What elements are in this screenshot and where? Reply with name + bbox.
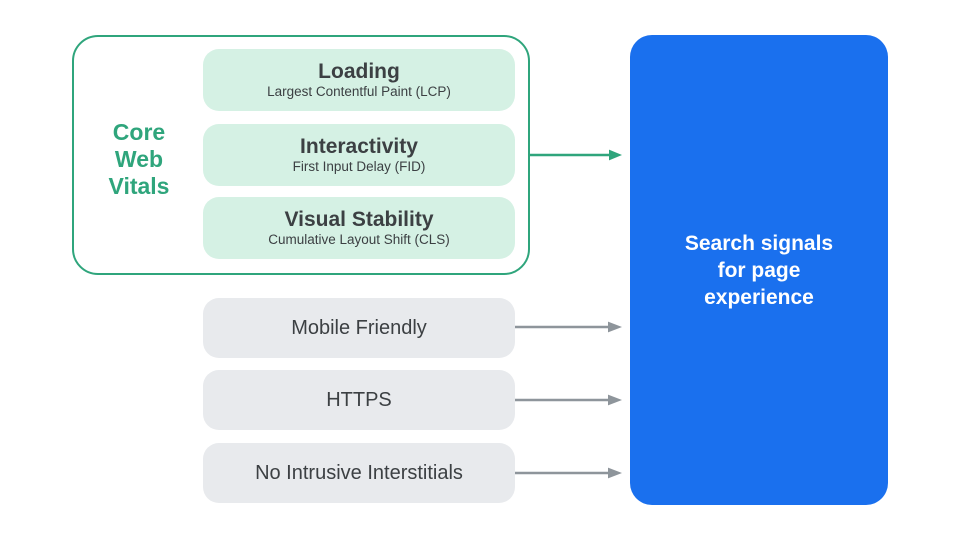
arrow-right-icon	[515, 321, 622, 333]
vital-title-visual-stability: Visual Stability	[284, 208, 434, 232]
signal-label-mobile-friendly: Mobile Friendly	[291, 316, 427, 339]
core-web-vitals-group-label: Core Web Vitals	[108, 119, 170, 199]
signal-label-https: HTTPS	[326, 388, 392, 411]
arrow-right-icon	[515, 467, 622, 479]
vital-title-interactivity: Interactivity	[300, 135, 418, 159]
signal-pill-no-intrusive-interstitials: No Intrusive Interstitials	[203, 443, 515, 503]
signal-label-no-intrusive-interstitials: No Intrusive Interstitials	[255, 461, 463, 484]
signal-pill-mobile-friendly: Mobile Friendly	[203, 298, 515, 358]
search-signals-result-label: Search signals for page experience	[684, 231, 834, 309]
vital-subtitle-lcp: Largest Contentful Paint (LCP)	[267, 84, 451, 100]
arrow-right-icon	[515, 394, 622, 406]
vital-subtitle-cls: Cumulative Layout Shift (CLS)	[268, 232, 450, 248]
vital-subtitle-fid: First Input Delay (FID)	[292, 159, 426, 175]
search-signals-result-box: Search signals for page experience	[630, 35, 888, 505]
vital-title-loading: Loading	[318, 60, 400, 84]
arrow-right-icon	[529, 149, 622, 161]
vital-pill-loading: Loading Largest Contentful Paint (LCP)	[203, 49, 515, 111]
signal-pill-https: HTTPS	[203, 370, 515, 430]
vital-pill-interactivity: Interactivity First Input Delay (FID)	[203, 124, 515, 186]
vital-pill-visual-stability: Visual Stability Cumulative Layout Shift…	[203, 197, 515, 259]
